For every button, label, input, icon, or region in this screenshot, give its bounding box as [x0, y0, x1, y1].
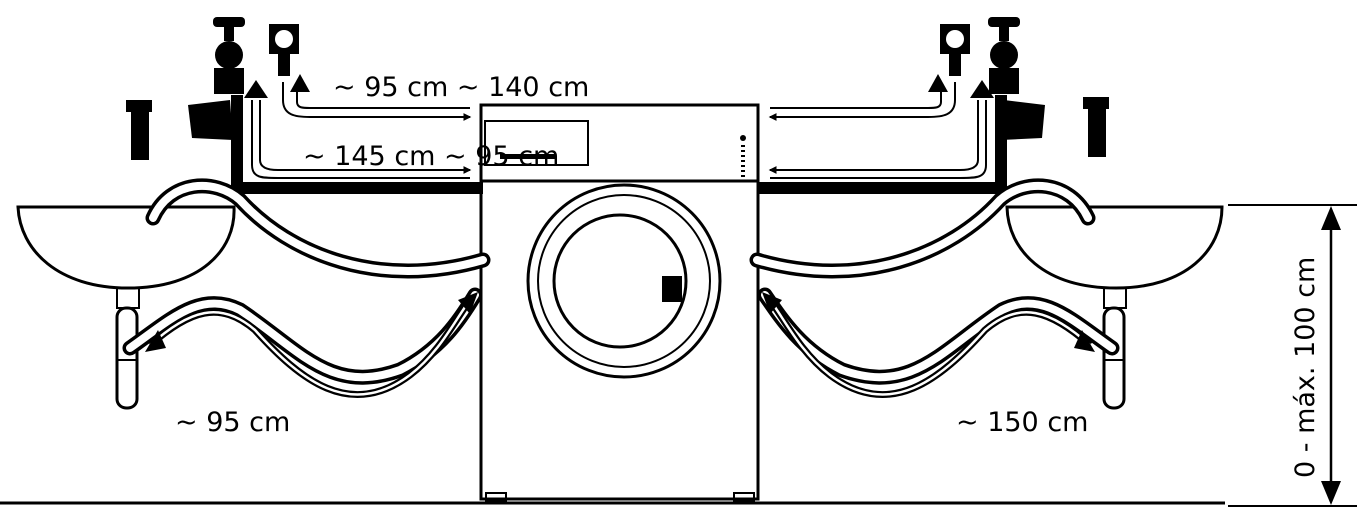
right-sink-outlet [1103, 287, 1127, 309]
left-sink [16, 205, 236, 410]
height-dimension [1228, 204, 1357, 507]
left-inlet-hose [231, 176, 483, 194]
left-sink-outlet [116, 287, 140, 309]
foot-right [733, 492, 755, 502]
left-water-tap [188, 17, 245, 180]
right-sink [1005, 205, 1224, 410]
left-drain-measure-arrow [145, 292, 478, 398]
right-drain-hose [749, 178, 1096, 279]
door-outer-ring [526, 183, 722, 379]
left-drain-hose [145, 178, 491, 279]
left-basin [16, 205, 236, 290]
right-lower-measure-arrow [768, 80, 994, 179]
right-inlet-hose [757, 176, 1007, 194]
drain-right-label: ~ 150 cm [956, 407, 1088, 438]
drawer-handle [500, 154, 556, 159]
right-drain-pipe [1102, 306, 1126, 410]
left-lower-measure-arrow [244, 80, 472, 179]
left-power-socket [269, 24, 299, 76]
height-range-label: 0 - máx. 100 cm [1290, 257, 1321, 478]
drain-left-label: ~ 95 cm [175, 407, 290, 438]
program-knob [740, 135, 746, 141]
door-middle-ring [537, 194, 711, 368]
left-standpipe [126, 100, 152, 160]
right-water-tap [988, 17, 1045, 180]
left-drain-pipe [115, 306, 139, 410]
right-upper-measure-arrow [768, 74, 956, 121]
detergent-drawer [484, 120, 589, 166]
inlet-length-label: ~ 145 cm ~ 95 cm [303, 141, 559, 172]
washing-machine [479, 103, 760, 502]
door-handle [662, 276, 682, 302]
machine-body [479, 103, 760, 501]
foot-left [485, 492, 507, 502]
right-power-socket [940, 24, 970, 76]
right-standpipe [1083, 97, 1109, 157]
drain-height-label: ~ 95 cm ~ 140 cm [333, 72, 589, 103]
left-upper-measure-arrow [282, 74, 472, 121]
right-basin [1005, 205, 1224, 290]
right-drain-measure-arrow [762, 292, 1095, 398]
door-glass [552, 213, 688, 349]
